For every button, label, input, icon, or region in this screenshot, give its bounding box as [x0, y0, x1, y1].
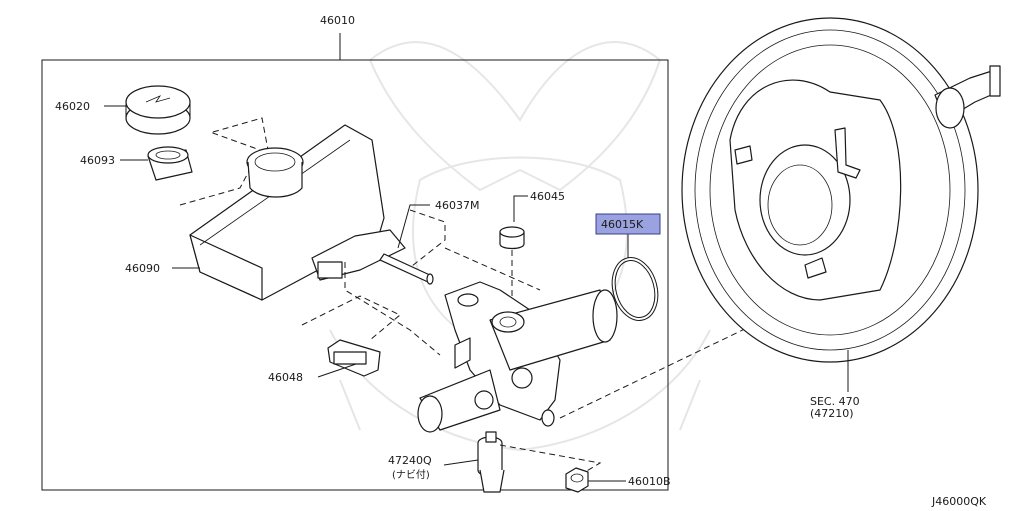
oring-highlight	[595, 213, 661, 235]
label-navi: (ナビ付)	[392, 468, 430, 481]
label-46048: 46048	[268, 371, 303, 384]
valve-part	[477, 431, 505, 493]
grommet-leader	[513, 195, 528, 222]
sensor-part	[327, 339, 381, 377]
label-sec-470: SEC. 470	[810, 395, 860, 408]
label-46020: 46020	[55, 100, 90, 113]
sensor-leader	[317, 363, 357, 378]
reservoir-part	[189, 124, 406, 301]
diagram-code: J46000QK	[931, 495, 987, 508]
seal-part	[147, 146, 193, 181]
nut-part	[565, 467, 589, 493]
cap-guide-2	[212, 117, 269, 151]
reservoir-guide-2	[444, 247, 541, 291]
cap-part	[125, 85, 191, 135]
booster-part	[681, 17, 1001, 363]
pin-leader	[397, 204, 430, 249]
master-cylinder	[417, 281, 618, 433]
label-46037m: 46037M	[435, 199, 479, 212]
grommet-part	[499, 226, 525, 250]
valve-leader	[443, 459, 479, 466]
label-46045: 46045	[530, 190, 565, 203]
sensor-guide	[301, 295, 401, 341]
pin-guide	[409, 209, 446, 267]
assembly-box	[41, 59, 669, 491]
label-46010b: 46010B	[628, 475, 671, 488]
label-46093: 46093	[80, 154, 115, 167]
pin-part	[379, 253, 434, 285]
reservoir-guide	[344, 262, 441, 356]
label-46090: 46090	[125, 262, 160, 275]
label-47210: (47210)	[810, 407, 854, 420]
label-46015k: 46015K	[601, 218, 644, 231]
booster-guide	[559, 299, 806, 419]
oring-inner	[614, 260, 656, 318]
label-47240q: 47240Q	[388, 454, 432, 467]
valve-guide	[499, 444, 602, 473]
label-46010: 46010	[320, 14, 355, 27]
oring-part	[611, 257, 659, 321]
